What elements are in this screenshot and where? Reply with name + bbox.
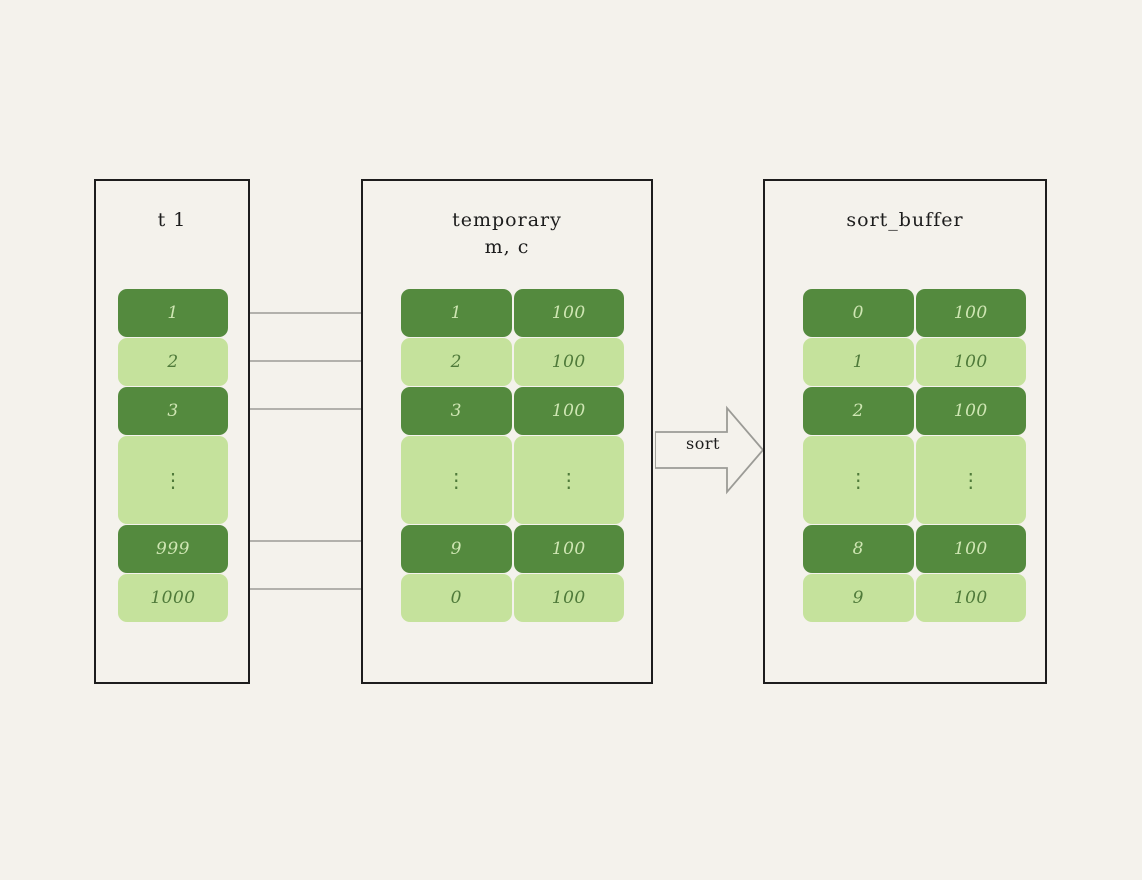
- table-row-ellipsis: ⋮ ⋮: [803, 436, 1026, 524]
- sort-block-arrow: [655, 405, 765, 495]
- table-row: 0 100: [803, 289, 1026, 337]
- table-row-ellipsis: ⋮: [118, 436, 228, 524]
- cell-stack-temporary: 1 100 2 100 3 100 ⋮ ⋮ 9 100 0 100: [401, 289, 624, 622]
- cell-value-m: 0: [401, 574, 512, 622]
- cell-stack-sort-buffer: 0 100 1 100 2 100 ⋮ ⋮ 8 100 9 100: [803, 289, 1026, 622]
- table-row: 0 100: [401, 574, 624, 622]
- table-row: 1000: [118, 574, 228, 622]
- cell-value: 1000: [118, 574, 228, 622]
- table-row: 8 100: [803, 525, 1026, 573]
- panel-temporary-subtitle: m, c: [484, 236, 530, 258]
- cell-value: 999: [118, 525, 228, 573]
- table-row: 2 100: [803, 387, 1026, 435]
- cell-ellipsis-m: ⋮: [803, 436, 914, 524]
- cell-value: 2: [118, 338, 228, 386]
- cell-value: 3: [118, 387, 228, 435]
- cell-value-c: 100: [513, 289, 624, 337]
- table-row: 2 100: [401, 338, 624, 386]
- table-row: 999: [118, 525, 228, 573]
- cell-value-c: 100: [513, 387, 624, 435]
- panel-t1-title: t 1: [157, 209, 187, 231]
- table-row: 9 100: [803, 574, 1026, 622]
- cell-value-c: 100: [513, 574, 624, 622]
- cell-ellipsis: ⋮: [118, 436, 228, 524]
- cell-value-c: 100: [915, 574, 1026, 622]
- panel-sort-buffer-title: sort_buffer: [846, 209, 964, 231]
- cell-value-m: 8: [803, 525, 914, 573]
- cell-stack-t1: 1 2 3 ⋮ 999 1000: [118, 289, 228, 622]
- table-row: 2: [118, 338, 228, 386]
- cell-ellipsis-c: ⋮: [915, 436, 1026, 524]
- sort-arrow-label: sort: [686, 434, 720, 453]
- cell-value-m: 2: [803, 387, 914, 435]
- cell-value-c: 100: [915, 289, 1026, 337]
- cell-ellipsis-m: ⋮: [401, 436, 512, 524]
- cell-value-m: 3: [401, 387, 512, 435]
- table-row: 1 100: [803, 338, 1026, 386]
- cell-value-m: 1: [803, 338, 914, 386]
- cell-value-c: 100: [915, 387, 1026, 435]
- table-row: 3 100: [401, 387, 624, 435]
- table-row: 9 100: [401, 525, 624, 573]
- table-row: 1 100: [401, 289, 624, 337]
- cell-value: 1: [118, 289, 228, 337]
- cell-ellipsis-c: ⋮: [513, 436, 624, 524]
- cell-value-c: 100: [915, 525, 1026, 573]
- cell-value-m: 2: [401, 338, 512, 386]
- cell-value-c: 100: [513, 338, 624, 386]
- cell-value-m: 1: [401, 289, 512, 337]
- table-row: 3: [118, 387, 228, 435]
- panel-temporary-title: temporary: [452, 209, 562, 231]
- table-row-ellipsis: ⋮ ⋮: [401, 436, 624, 524]
- cell-value-m: 9: [401, 525, 512, 573]
- table-row: 1: [118, 289, 228, 337]
- cell-value-m: 9: [803, 574, 914, 622]
- cell-value-m: 0: [803, 289, 914, 337]
- cell-value-c: 100: [513, 525, 624, 573]
- cell-value-c: 100: [915, 338, 1026, 386]
